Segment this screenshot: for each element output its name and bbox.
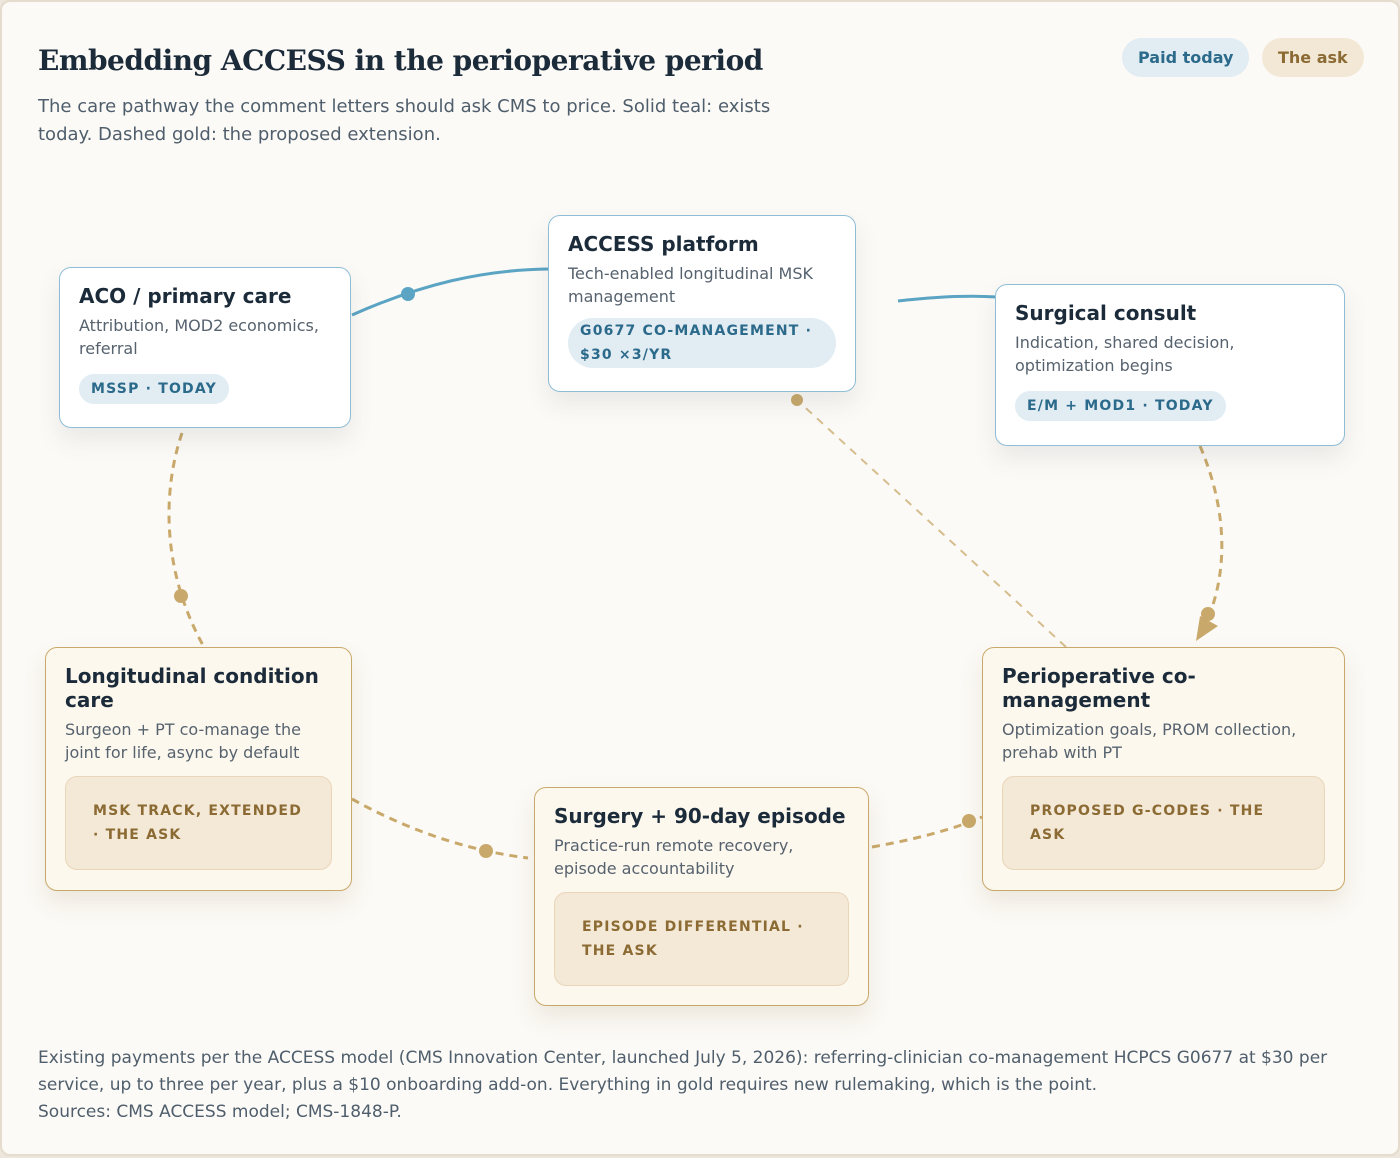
- connector-dot-aco-longitudinal: [174, 589, 188, 603]
- connector-aco-to-access: [351, 267, 549, 317]
- connector-dot-surgery-periop: [962, 814, 976, 828]
- node-title: ACCESS platform: [568, 232, 759, 256]
- legend-paid-today: Paid today: [1122, 38, 1250, 77]
- connector-access-to-surgical: [897, 294, 998, 303]
- connector-periop-to-access: [796, 399, 1067, 648]
- connector-surgical-to-periop: [1198, 445, 1224, 617]
- node-payment-tag: MSSP · TODAY: [79, 374, 229, 404]
- connector-aco-to-longitudinal: [167, 432, 206, 648]
- footer-note: Existing payments per the ACCESS model (…: [38, 1045, 1368, 1126]
- node-title: Surgical consult: [1015, 301, 1197, 325]
- page-title: Embedding ACCESS in the perioperative pe…: [38, 44, 763, 77]
- node-description: Optimization goals, PROM collection, pre…: [1002, 720, 1297, 762]
- connector-longitudinal-to-surgery: [351, 797, 529, 860]
- node-title: Perioperative co-management: [1002, 664, 1196, 712]
- node-surgical-consult: Surgical consult Indication, shared deci…: [995, 284, 1345, 446]
- page-subtitle: The care pathway the comment letters sho…: [38, 96, 771, 145]
- node-description: Attribution, MOD2 economics, referral: [79, 316, 319, 358]
- node-payment-tag: PROPOSED G-CODES · THE ASK: [1002, 776, 1325, 870]
- connector-dot-aco-access: [401, 287, 415, 301]
- node-perioperative-co-management: Perioperative co-management Optimization…: [982, 647, 1345, 891]
- node-description: Surgeon + PT co-manage the joint for lif…: [65, 720, 301, 762]
- connector-dot-periop-access: [791, 394, 803, 406]
- connector-dot-surgical-periop: [1201, 607, 1215, 621]
- node-payment-tag: MSK TRACK, EXTENDED · THE ASK: [65, 776, 332, 870]
- node-aco-primary-care: ACO / primary care Attribution, MOD2 eco…: [59, 267, 351, 428]
- node-payment-tag: EPISODE DIFFERENTIAL · THE ASK: [554, 892, 849, 986]
- node-description: Indication, shared decision, optimizatio…: [1015, 333, 1235, 375]
- node-payment-tag: E/M + MOD1 · TODAY: [1015, 391, 1226, 421]
- node-payment-tag: G0677 CO-MANAGEMENT · $30 ×3/YR: [568, 318, 836, 368]
- connector-dot-longitudinal-surgery: [479, 844, 493, 858]
- footer-sources: Sources: CMS ACCESS model; CMS-1848-P.: [38, 1102, 402, 1122]
- node-longitudinal-condition-care: Longitudinal condition care Surgeon + PT…: [45, 647, 352, 891]
- node-surgery-episode: Surgery + 90-day episode Practice-run re…: [534, 787, 869, 1006]
- node-access-platform: ACCESS platform Tech-enabled longitudina…: [548, 215, 856, 392]
- footer-payments-note: Existing payments per the ACCESS model (…: [38, 1048, 1328, 1095]
- node-title: Surgery + 90-day episode: [554, 804, 846, 828]
- node-title: ACO / primary care: [79, 284, 292, 308]
- node-description: Practice-run remote recovery, episode ac…: [554, 836, 794, 878]
- node-title: Longitudinal condition care: [65, 664, 319, 712]
- node-description: Tech-enabled longitudinal MSK management: [568, 264, 814, 306]
- arrowhead-periop: [1196, 616, 1218, 641]
- legend-the-ask: The ask: [1262, 38, 1364, 77]
